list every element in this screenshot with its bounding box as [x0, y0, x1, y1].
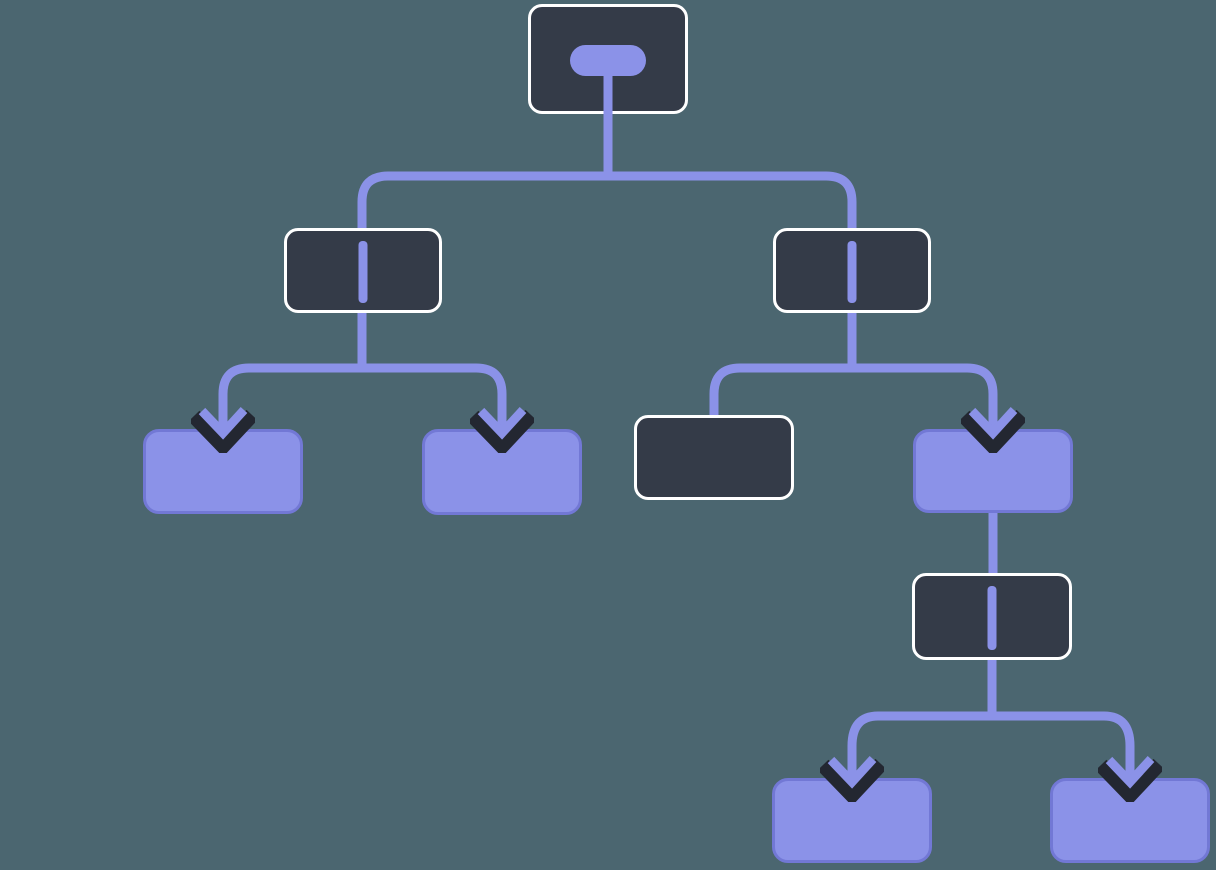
edge-branch-left-to-leaves	[218, 363, 507, 408]
through-line-icon	[358, 241, 368, 303]
through-line-icon	[987, 586, 997, 650]
arrow-down-icon	[820, 752, 884, 802]
edge-branch-bottom-to-leaves	[847, 711, 1135, 756]
through-line-icon	[847, 241, 857, 303]
arrow-down-icon	[191, 403, 255, 453]
edge-branch-right-to-leaves	[709, 363, 998, 424]
root-pill-stem	[603, 67, 613, 115]
leaf-node-5[interactable]	[1050, 778, 1210, 863]
root-pill-icon	[570, 45, 646, 76]
branch-node-bottom[interactable]	[912, 573, 1072, 660]
branch-node-left[interactable]	[284, 228, 442, 313]
root-node[interactable]	[528, 4, 688, 115]
dark-leaf-node[interactable]	[634, 415, 794, 500]
arrow-down-icon	[961, 403, 1025, 453]
branch-node-right[interactable]	[773, 228, 931, 313]
arrow-down-icon	[1098, 752, 1162, 802]
arrow-down-icon	[470, 403, 534, 453]
edge-root-to-branches	[357, 171, 857, 245]
